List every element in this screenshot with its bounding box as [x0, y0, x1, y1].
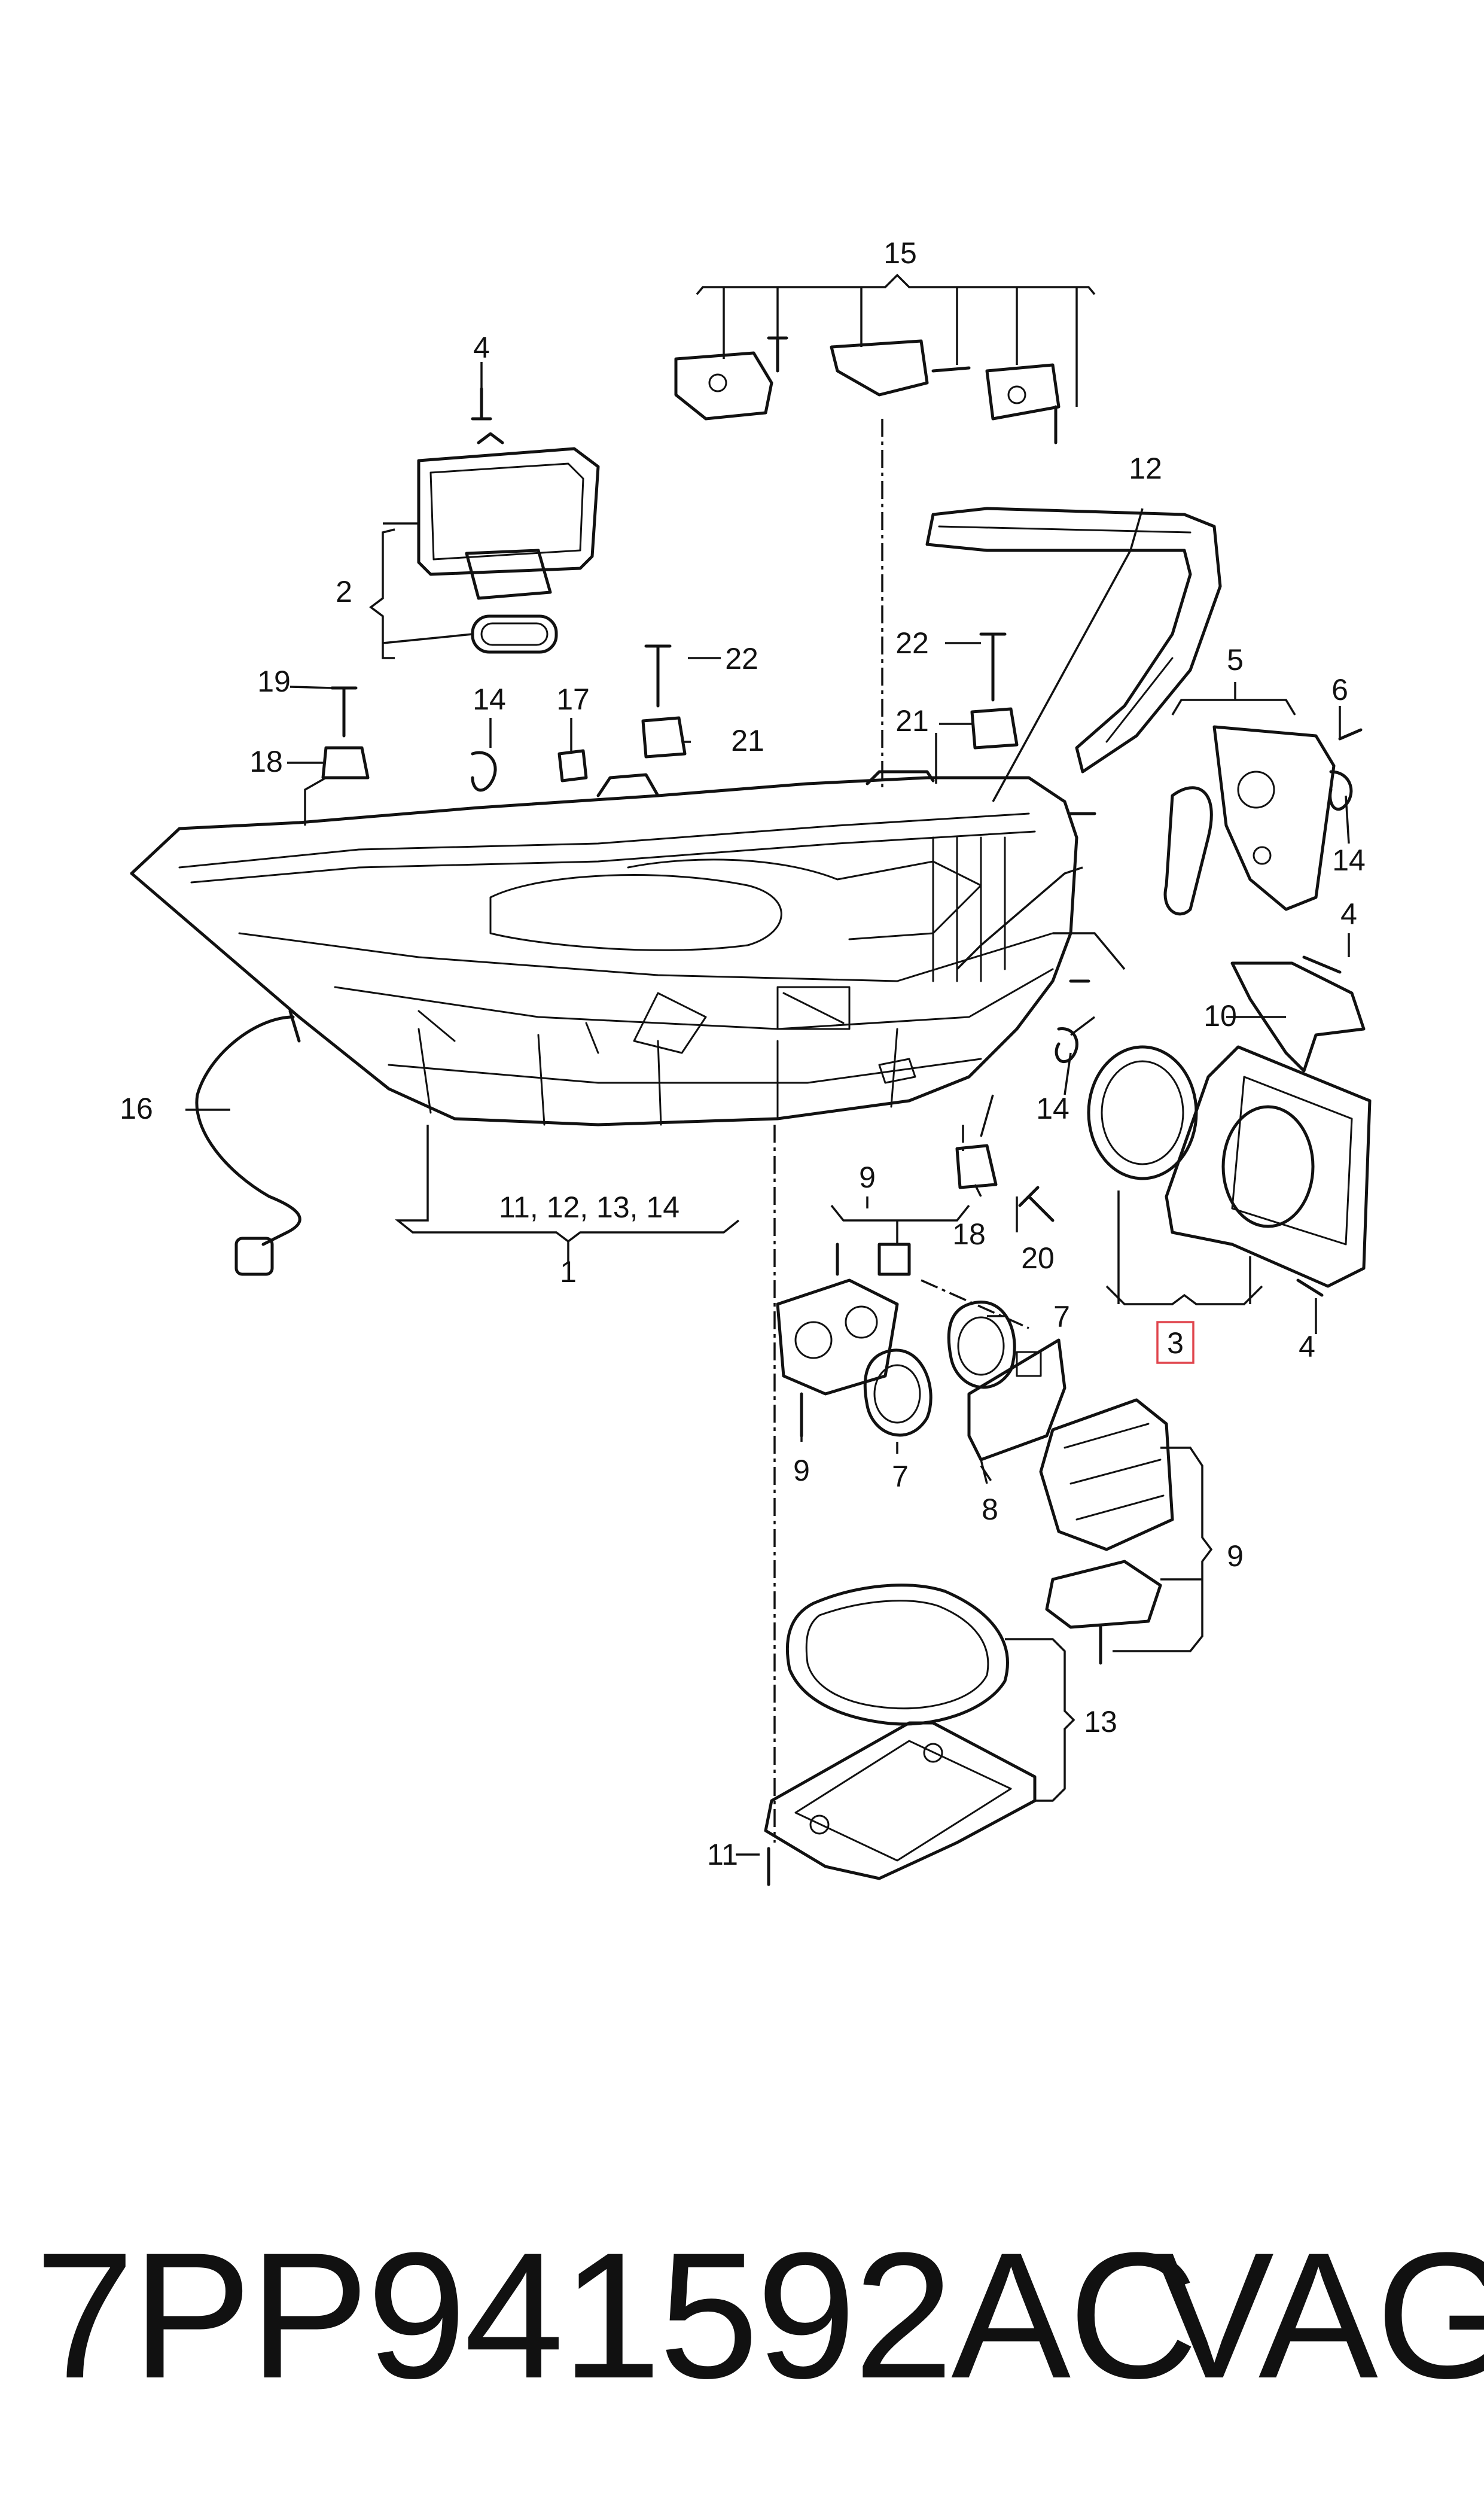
callout-9-right[interactable]: 9 — [1227, 1539, 1244, 1573]
lenses-7 — [863, 1301, 1016, 1437]
callout-12[interactable]: 12 — [1129, 452, 1162, 485]
fasteners — [330, 336, 1363, 1886]
callout-9-left[interactable]: 9 — [793, 1454, 810, 1487]
callout-18-top[interactable]: 18 — [249, 745, 283, 778]
callout-18-mid[interactable]: 18 — [952, 1217, 986, 1251]
callout-3[interactable]: 3 — [1167, 1326, 1184, 1360]
part-number: 7PP941592AC — [35, 2215, 1198, 2416]
lamp-unit-5 — [1163, 725, 1366, 1073]
callout-17[interactable]: 17 — [556, 683, 590, 716]
leader-lines — [185, 273, 1350, 1856]
callout-20[interactable]: 20 — [1021, 1241, 1055, 1275]
callout-2[interactable]: 2 — [336, 575, 352, 608]
callout-21-right[interactable]: 21 — [895, 704, 929, 738]
callout-8[interactable]: 8 — [982, 1493, 998, 1526]
callout-14-mid[interactable]: 14 — [1036, 1092, 1069, 1125]
callout-10[interactable]: 10 — [1203, 999, 1237, 1033]
callout-22-right[interactable]: 22 — [895, 626, 929, 660]
callout-7-right[interactable]: 7 — [1053, 1300, 1070, 1333]
callout-1[interactable]: 1 — [560, 1255, 577, 1289]
callout-21-left[interactable]: 21 — [731, 724, 764, 757]
callout-3-highlight — [1156, 1321, 1194, 1364]
circuit-board-8 — [967, 1338, 1066, 1462]
callout-15[interactable]: 15 — [883, 236, 917, 270]
projector-module-3 — [1087, 1045, 1372, 1288]
cover-13 — [764, 1584, 1037, 1880]
callout-14-top[interactable]: 14 — [473, 683, 506, 716]
callout-4-bottom[interactable]: 4 — [1299, 1330, 1315, 1363]
callout-4-right[interactable]: 4 — [1340, 897, 1357, 931]
callout-11[interactable]: 11 — [707, 1838, 738, 1871]
callout-16[interactable]: 16 — [120, 1092, 153, 1125]
callout-19[interactable]: 19 — [257, 665, 291, 698]
callout-11-14-list[interactable]: 11, 12, 13, 14 — [499, 1191, 679, 1224]
control-module-2 — [417, 432, 600, 654]
callout-7-bottom[interactable]: 7 — [892, 1460, 909, 1493]
headlamp-housing — [130, 770, 1096, 1126]
brand-name: VAG — [1154, 2215, 1484, 2416]
lens-holder-9 — [776, 1243, 911, 1396]
callout-9-top[interactable]: 9 — [859, 1161, 876, 1194]
cable-16 — [195, 1009, 301, 1276]
callout-6[interactable]: 6 — [1331, 673, 1348, 707]
brackets-15 — [674, 339, 1061, 421]
driver-module-9 — [1039, 1398, 1174, 1629]
callout-labels: 15 4 2 12 22 22 19 14 17 21 21 18 5 6 14… — [120, 236, 1366, 1871]
trim-strip-12 — [925, 507, 1222, 774]
callout-13[interactable]: 13 — [1084, 1705, 1117, 1738]
clips-and-sockets — [321, 707, 1353, 1189]
callout-22-left[interactable]: 22 — [725, 642, 758, 675]
callout-4-top[interactable]: 4 — [473, 331, 490, 364]
callout-14-right[interactable]: 14 — [1332, 844, 1366, 877]
callout-5[interactable]: 5 — [1227, 643, 1244, 677]
